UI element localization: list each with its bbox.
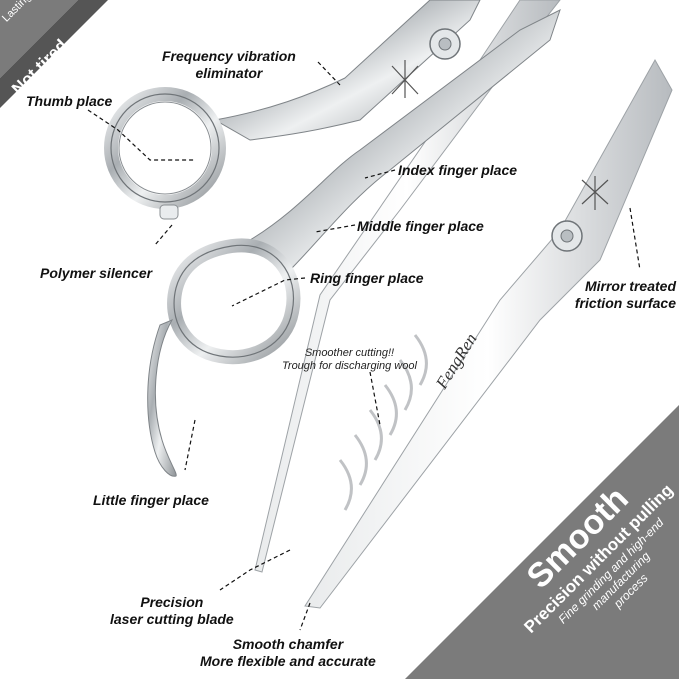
label-little-finger: Little finger place (93, 492, 209, 508)
lower-blade (304, 58, 673, 609)
label-ring-finger: Ring finger place (310, 270, 424, 286)
label-mirror-surface: Mirror treated friction surface (574, 278, 676, 311)
pivot-screw-bottom (551, 220, 583, 252)
pivot-screw-top (429, 28, 461, 60)
label-smoother-cutting: Smoother cutting!! Trough for dischargin… (282, 347, 417, 372)
label-thumb-place: Thumb place (26, 93, 113, 109)
leader-lines (87, 61, 641, 631)
finger-rest (147, 318, 177, 477)
polymer-silencer (159, 204, 179, 220)
arrow-emblem-icon (581, 176, 609, 210)
ring-handle (147, 9, 561, 477)
damascus-pattern (338, 334, 428, 511)
label-middle-finger: Middle finger place (357, 218, 484, 234)
smooth-ribbon (405, 405, 679, 679)
label-precision-blade: Precision laser cutting blade (110, 594, 234, 627)
corner-banner (0, 0, 108, 108)
thumb-handle (104, 0, 481, 220)
label-frequency-eliminator: Frequency vibration eliminator (162, 48, 296, 81)
label-polymer-silencer: Polymer silencer (40, 265, 153, 281)
label-smooth-chamfer: Smooth chamfer More flexible and accurat… (200, 636, 376, 669)
arrow-emblem-icon (391, 60, 419, 98)
label-index-finger: Index finger place (398, 162, 518, 178)
